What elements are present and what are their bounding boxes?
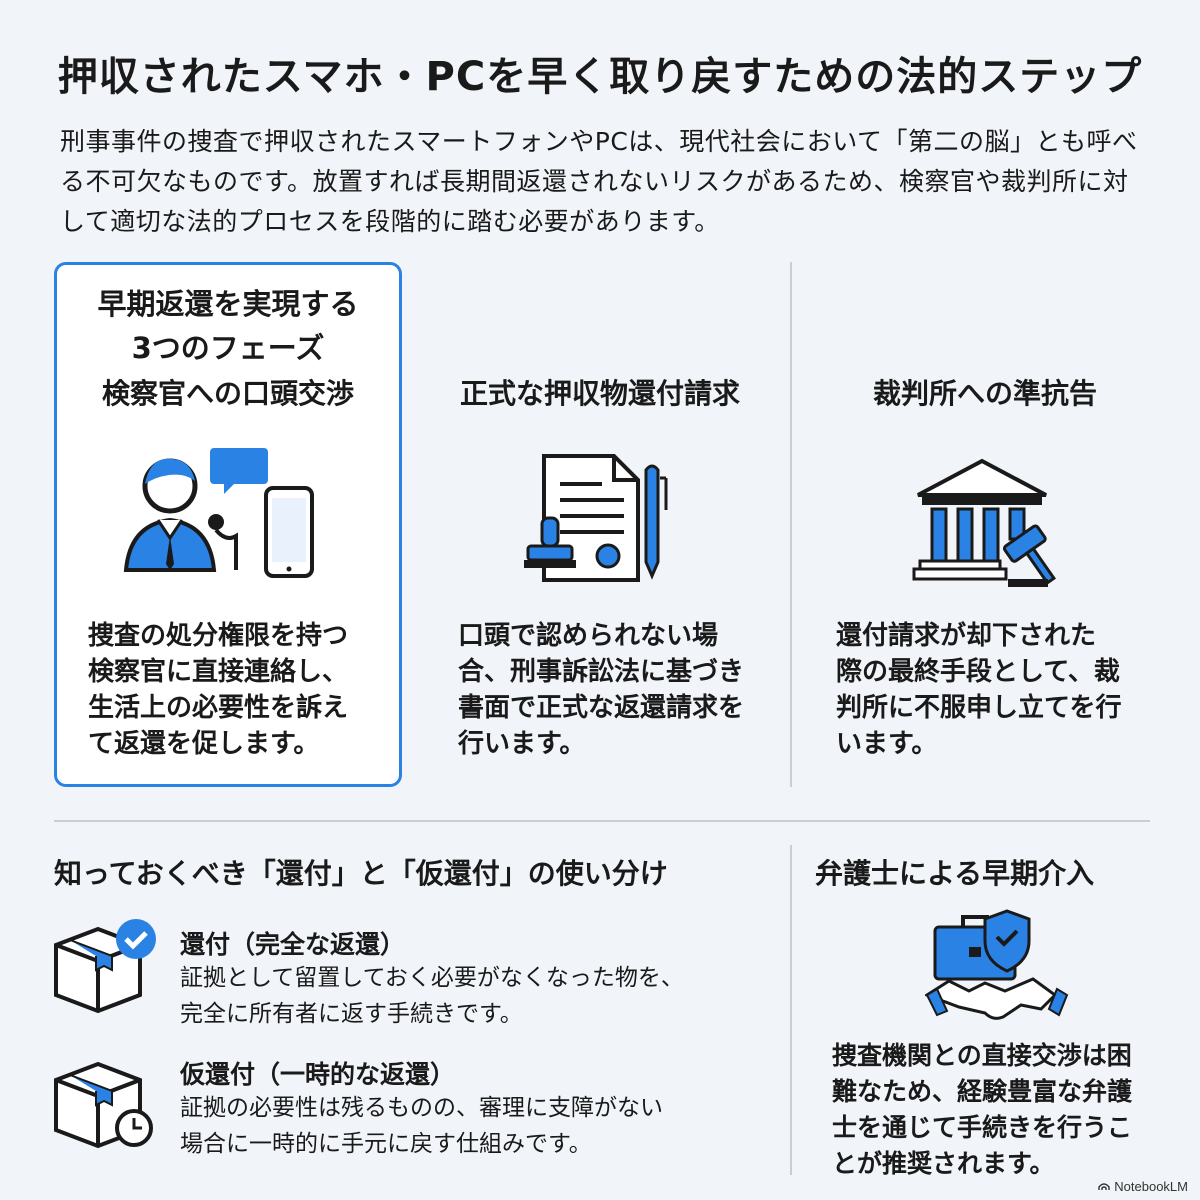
- box-check-icon: [50, 915, 160, 1019]
- phase-3-title: 裁判所への準抗告: [872, 377, 1097, 410]
- item-karikanpu-text: 証拠の必要性は残るものの、審理に支障がない 場合に一時的に手元に戻す仕組みです。: [180, 1090, 780, 1162]
- phase-2-text-line: 合、刑事訴訟法に基づき: [458, 657, 745, 687]
- phase-1-title: 検察官への口頭交渉: [101, 377, 354, 410]
- phases-title-line1: 早期返還を実現する: [97, 287, 359, 321]
- brand-watermark: NotebookLM: [1098, 1179, 1188, 1194]
- phase-1-text-line: て返還を促します。: [88, 729, 320, 759]
- phase-2-title-wrap: 正式な押収物還付請求: [425, 372, 775, 412]
- phase-2-title: 正式な押収物還付請求: [459, 377, 740, 410]
- lawyer-section-title: 弁護士による早期介入: [815, 857, 1095, 890]
- document-stamp-pen-icon: [520, 450, 680, 589]
- phase-1-text-line: 捜査の処分権限を持つ: [88, 621, 349, 651]
- phase-3-title-wrap: 裁判所への準抗告: [810, 372, 1160, 412]
- item-kanpu-text: 証拠として留置しておく必要がなくなった物を、 完全に所有者に返す手続きです。: [180, 960, 780, 1032]
- item-kanpu-text-line: 完全に所有者に返す手続きです。: [180, 1001, 523, 1027]
- phase-3-text: 還付請求が却下された 際の最終手段として、裁 判所に不服申し立てを行 います。: [836, 618, 1146, 762]
- item-kanpu-title: 還付（完全な返還）: [180, 930, 406, 959]
- phase-2-text-line: 口頭で認められない場: [458, 621, 719, 651]
- phase-3-text-line: 際の最終手段として、裁: [836, 657, 1120, 687]
- prosecutor-phone-icon: [118, 440, 348, 589]
- phase-1-text-line: 生活上の必要性を訴え: [88, 693, 349, 723]
- item-karikanpu-title: 仮還付（一時的な返還）: [180, 1060, 456, 1089]
- column-divider: [790, 262, 792, 787]
- phase-2-text-line: 行います。: [458, 729, 586, 759]
- phase-1-text-line: 検察官に直接連絡し、: [88, 657, 349, 687]
- phase-3-text-line: 還付請求が却下された: [836, 621, 1097, 651]
- phase-3-text-line: います。: [836, 729, 938, 759]
- lawyer-text-line: とが推奨されます。: [832, 1149, 1055, 1178]
- phase-1-title-wrap: 検察官への口頭交渉: [54, 372, 402, 412]
- section-divider: [54, 820, 1150, 822]
- notebooklm-logo-icon: [1098, 1179, 1110, 1194]
- distinction-section-title: 知っておくべき「還付」と「仮還付」の使い分け: [54, 857, 668, 890]
- courthouse-gavel-icon: [912, 455, 1062, 594]
- phases-section-header: 早期返還を実現する 3つのフェーズ: [54, 282, 402, 370]
- item-karikanpu-text-line: 場合に一時的に手元に戻す仕組みです。: [180, 1131, 592, 1157]
- briefcase-shield-handshake-icon: [923, 905, 1070, 1029]
- phase-1-text: 捜査の処分権限を持つ 検察官に直接連絡し、 生活上の必要性を訴え て返還を促しま…: [88, 618, 388, 762]
- column-divider: [790, 845, 792, 1175]
- brand-label: NotebookLM: [1114, 1179, 1188, 1194]
- lawyer-text: 捜査機関との直接交渉は困 難なため、経験豊富な弁護 士を通じて手続きを行うこ と…: [832, 1038, 1162, 1182]
- lawyer-text-line: 士を通じて手続きを行うこ: [832, 1113, 1133, 1142]
- page-title: 押収されたスマホ・PCを早く取り戻すための法的ステップ: [57, 54, 1143, 100]
- lawyer-text-line: 捜査機関との直接交渉は困: [832, 1041, 1132, 1070]
- phase-1-highlight-box: [54, 262, 402, 787]
- box-clock-icon: [50, 1050, 160, 1154]
- phases-title-line2: 3つのフェーズ: [131, 331, 325, 365]
- lawyer-text-line: 難なため、経験豊富な弁護: [832, 1077, 1133, 1106]
- phase-2-text-line: 書面で正式な返還請求を: [458, 693, 745, 723]
- intro-paragraph: 刑事事件の捜査で押収されたスマートフォンやPCは、現代社会において「第二の脳」と…: [60, 127, 1138, 236]
- item-kanpu-text-line: 証拠として留置しておく必要がなくなった物を、: [180, 965, 684, 991]
- phase-3-text-line: 判所に不服申し立てを行: [836, 693, 1122, 723]
- item-karikanpu-text-line: 証拠の必要性は残るものの、審理に支障がない: [180, 1095, 663, 1121]
- phase-2-text: 口頭で認められない場 合、刑事訴訟法に基づき 書面で正式な返還請求を 行います。: [458, 618, 768, 762]
